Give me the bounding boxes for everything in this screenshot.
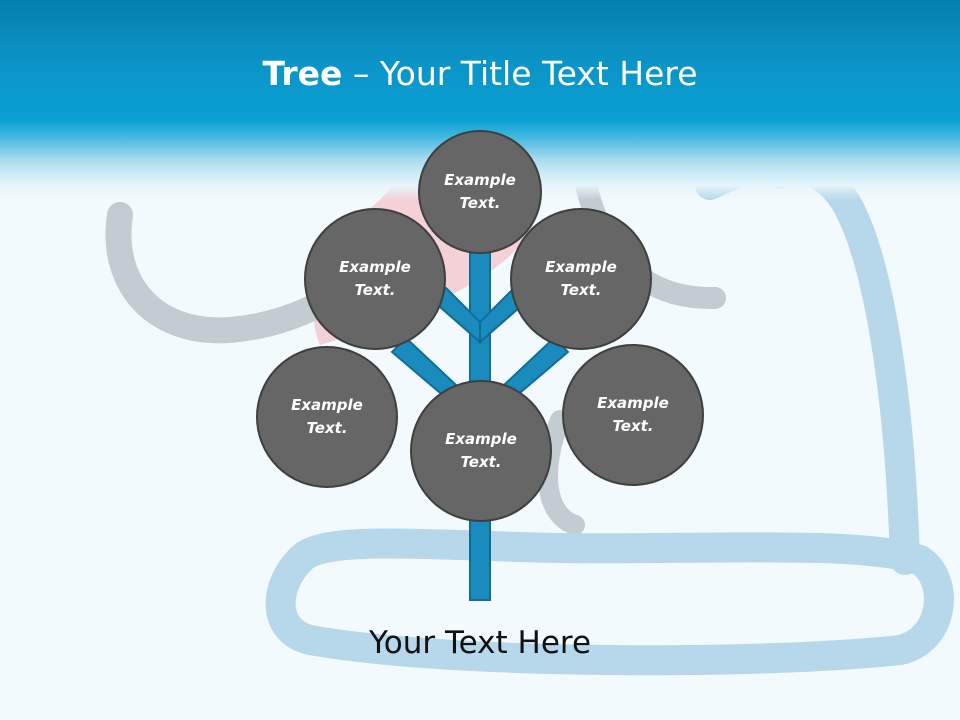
node-upper-left-label: Example Text. [339,258,411,299]
node-top-label: Example Text. [444,171,516,212]
slide-title: Tree – Your Title Text Here [0,52,960,96]
node-lower-right-label: Example Text. [597,394,669,435]
node-upper-left: Example Text. [304,208,446,350]
node-center: Example Text. [410,380,552,522]
node-center-label: Example Text. [445,430,517,471]
node-lower-left-label: Example Text. [291,396,363,437]
title-bold-word: Tree [262,54,343,93]
node-upper-right-label: Example Text. [545,258,617,299]
title-dash: – [342,54,380,93]
bg-swirl-mid [538,410,585,535]
node-top: Example Text. [418,130,542,254]
node-lower-left: Example Text. [256,346,398,488]
title-text: Your Title Text Here [379,54,698,93]
bg-base [265,528,954,676]
caption-text: Your Text Here [368,625,592,661]
node-lower-right: Example Text. [562,344,704,486]
node-upper-right: Example Text. [510,208,652,350]
